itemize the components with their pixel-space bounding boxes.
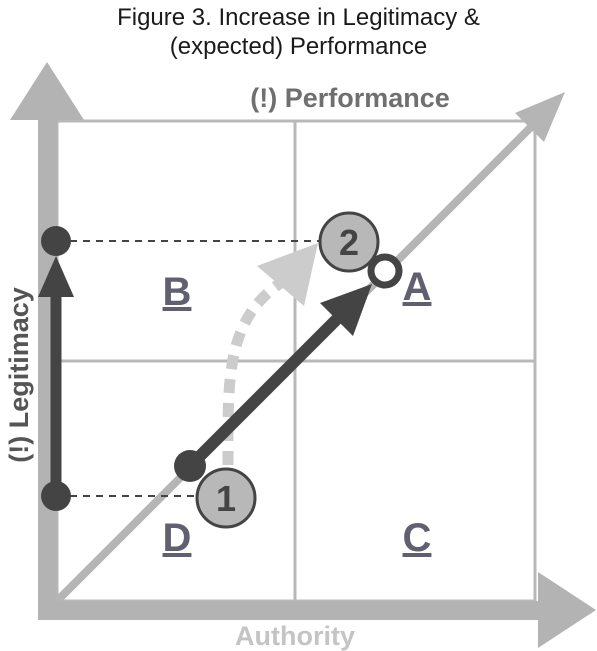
figure-title-line-2: (expected) Performance [169,33,428,60]
authority-axis-shaft [38,601,543,620]
figure-title-line-1: Figure 3. Increase in Legitimacy & [117,4,480,31]
hollow-ring-marker [367,253,403,289]
quadrant-a-label: A [403,265,432,309]
expected-path-dotted-curve [222,277,286,466]
performance-increase-arrowhead [320,284,372,336]
quadrant-b-label: B [163,270,192,314]
marker-1-label: 1 [216,478,236,519]
performance-arrowhead [515,92,565,142]
authority-axis-arrowhead [538,572,596,648]
legitimacy-axis-label: (!) Legitimacy [4,287,34,463]
marker-1-circle [195,467,257,529]
legitimacy-increase-arrowhead [38,256,74,297]
authority-axis-label: Authority [235,621,355,651]
quadrant-d-label: D [163,516,192,560]
performance-axis-label: (!) Performance [250,83,450,113]
legitimacy-high-dot [41,226,71,256]
expected-path-arrowhead [257,243,318,306]
start-dot [174,450,206,482]
quadrant-c-label: C [403,516,432,560]
legitimacy-low-dot [41,481,71,511]
legitimacy-axis-arrowhead [10,62,84,120]
performance-increase-arrow-shaft [185,311,345,471]
marker-2-circle [318,211,380,273]
marker-2-label: 2 [339,222,359,263]
